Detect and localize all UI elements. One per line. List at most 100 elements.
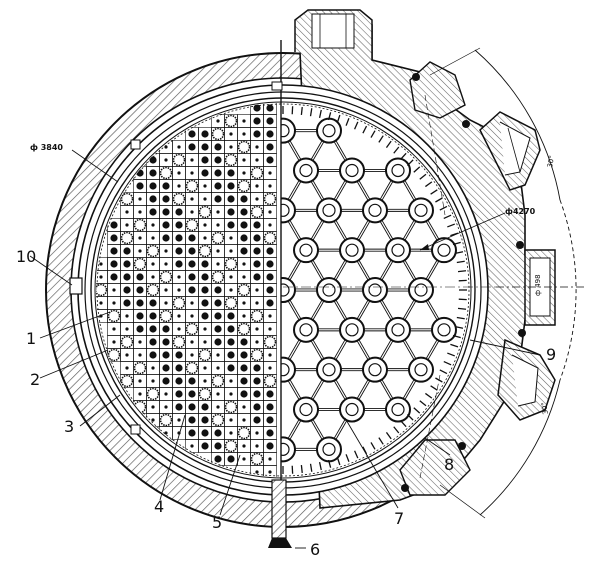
fuel-element-dot xyxy=(216,366,220,370)
fuel-element-dot xyxy=(164,431,168,435)
rod-drive-core xyxy=(322,283,336,297)
fuel-element-dot xyxy=(151,262,155,266)
rod-drive-core xyxy=(391,402,405,417)
fuel-element-dot xyxy=(177,171,181,175)
rod-drive-core xyxy=(437,243,451,257)
support-bracket-lower xyxy=(399,439,471,496)
rod-drive-ring xyxy=(385,237,411,264)
fuel-element-dot xyxy=(253,273,261,281)
fuel-element-dot xyxy=(203,197,207,201)
rod-drive-ring xyxy=(431,237,457,264)
fuel-element-dot xyxy=(268,184,272,188)
fuel-element-dot xyxy=(177,314,181,318)
fuel-element-dot xyxy=(201,299,209,307)
fuel-element-dot xyxy=(177,418,181,422)
fuel-element-dot xyxy=(162,208,170,216)
fuel-element-dot xyxy=(201,403,209,411)
fuel-element-dot xyxy=(149,208,157,216)
rod-drive-core xyxy=(299,243,313,257)
fuel-element-dot xyxy=(164,262,168,266)
fuel-element-dot xyxy=(164,145,168,149)
fuel-element-dot xyxy=(216,210,220,214)
fuel-element-dot xyxy=(107,309,121,323)
fuel-element-dot xyxy=(255,145,259,149)
serration-tooth xyxy=(393,146,400,154)
rod-drive-core xyxy=(391,163,405,178)
fuel-element-dot xyxy=(151,379,155,383)
serration-tooth xyxy=(413,166,421,173)
fuel-element-dot xyxy=(175,351,183,359)
fuel-element-dot xyxy=(227,208,235,216)
serration-tooth xyxy=(385,140,392,148)
fuel-element-dot xyxy=(190,158,194,162)
fuel-element-dot xyxy=(151,418,155,422)
rod-drive-core xyxy=(414,283,428,297)
fuel-element-dot xyxy=(125,223,129,227)
rod-drive-ring xyxy=(293,237,319,264)
fuel-element-dot xyxy=(162,234,170,242)
fuel-element-dot xyxy=(253,416,261,424)
fuel-element-dot xyxy=(133,218,147,232)
serration-tooth xyxy=(456,316,465,320)
rod-drive-ring xyxy=(293,157,319,184)
fuel-element-dot xyxy=(229,275,233,279)
fuel-element-dot xyxy=(229,236,233,240)
serration-tooth xyxy=(385,432,392,440)
rod-drive-core xyxy=(281,442,290,456)
fuel-element-dot xyxy=(164,158,168,162)
fuel-element-dot xyxy=(237,426,251,440)
rod-drive-ring xyxy=(362,277,388,303)
fuel-element-dot xyxy=(229,288,233,292)
fuel-element-dot xyxy=(214,442,222,450)
fuel-element-dot xyxy=(253,364,261,372)
fuel-element-dot xyxy=(242,275,246,279)
callout-8: 8 xyxy=(444,455,454,474)
core-lattice-left xyxy=(96,103,277,477)
fuel-element-dot xyxy=(227,364,235,372)
serration-tooth xyxy=(400,152,407,160)
fuel-element-dot xyxy=(120,231,134,245)
fuel-element-dot xyxy=(112,327,116,331)
fuel-element-dot xyxy=(240,208,248,216)
fuel-element-dot xyxy=(201,312,209,320)
fuel-element-dot xyxy=(214,338,222,346)
fuel-element-dot xyxy=(188,390,196,398)
fuel-element-dot xyxy=(151,223,155,227)
serration-tooth xyxy=(327,112,332,121)
fuel-element-dot xyxy=(162,351,170,359)
serration-tooth xyxy=(435,197,443,203)
top-nozzle xyxy=(294,9,373,60)
fuel-element-dot xyxy=(229,132,233,136)
fuel-element-dot xyxy=(190,314,194,318)
fuel-element-dot xyxy=(162,221,170,229)
serration-tooth xyxy=(393,426,400,434)
fuel-element-dot xyxy=(177,184,181,188)
rod-drive-core xyxy=(322,203,336,217)
fuel-element-dot xyxy=(110,247,118,255)
rod-drive-ring xyxy=(316,277,342,303)
serration-tooth xyxy=(430,385,438,391)
fuel-element-dot xyxy=(268,470,272,474)
fuel-element-dot xyxy=(198,244,212,258)
fuel-element-dot xyxy=(266,247,274,255)
fuel-element-dot xyxy=(110,273,118,281)
fuel-element-dot xyxy=(175,208,183,216)
fuel-element-dot xyxy=(123,273,131,281)
lattice-cell xyxy=(263,465,277,477)
fuel-element-dot xyxy=(227,221,235,229)
dimension-nozzle-diameter: ф 498 xyxy=(534,274,542,296)
fuel-element-dot xyxy=(242,171,246,175)
fuel-element-dot xyxy=(159,309,173,323)
fuel-element-dot xyxy=(177,327,181,331)
fuel-element-dot xyxy=(266,117,274,125)
fuel-element-dot xyxy=(268,223,272,227)
fuel-element-dot xyxy=(185,322,199,336)
fuel-element-dot xyxy=(240,247,248,255)
fuel-element-dot xyxy=(253,247,261,255)
rod-drive-core xyxy=(414,203,428,217)
rod-drive-ring xyxy=(339,237,365,264)
fuel-element-dot xyxy=(198,348,212,362)
diameter-4270-leader xyxy=(419,212,506,251)
serration-tooth xyxy=(300,464,303,474)
fuel-element-dot xyxy=(266,273,274,281)
